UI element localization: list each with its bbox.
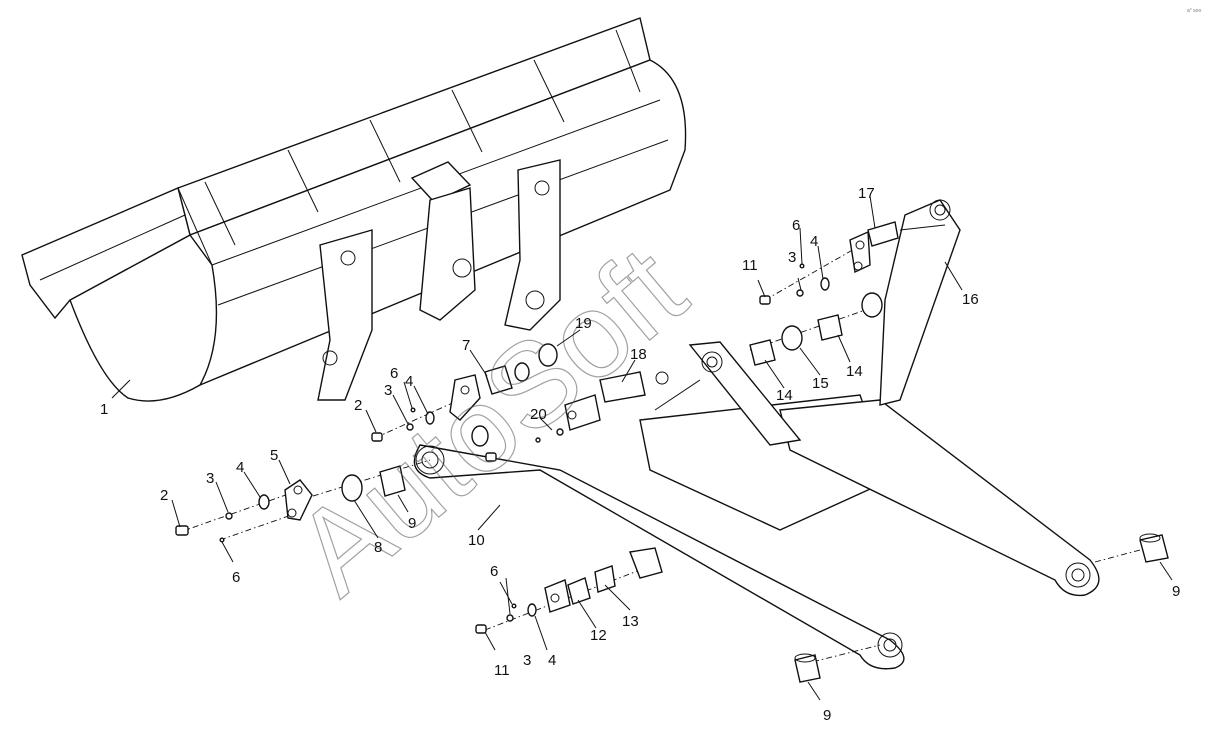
callout-14: 14 [846, 363, 863, 380]
callout-20: 20 [530, 406, 547, 423]
hardware-lower-left [175, 459, 431, 543]
callout-6: 6 [490, 563, 498, 580]
callout-10: 10 [468, 532, 485, 549]
callout-9: 9 [1172, 583, 1180, 600]
callout-11: 11 [494, 662, 510, 679]
hardware-lower-center [475, 547, 663, 634]
corner-mark: a° soo [1187, 8, 1201, 14]
callout-4: 4 [548, 652, 556, 669]
callout-6: 6 [232, 569, 240, 586]
hardware-center [471, 371, 646, 462]
callout-3: 3 [384, 382, 392, 399]
callout-labels: 1 2 2 3 3 3 3 4 4 4 4 5 6 6 6 6 7 8 9 9 … [100, 185, 1180, 724]
callout-15: 15 [812, 375, 829, 392]
callout-17: 17 [858, 185, 875, 202]
callout-4: 4 [810, 233, 818, 250]
callout-4: 4 [405, 373, 413, 390]
hardware-lower-right [794, 533, 1169, 683]
callout-18: 18 [630, 346, 647, 363]
callout-2: 2 [354, 397, 362, 414]
callout-9: 9 [823, 707, 831, 724]
bucket [21, 17, 687, 402]
callout-6: 6 [390, 365, 398, 382]
callout-2: 2 [160, 487, 168, 504]
callout-19: 19 [575, 315, 592, 332]
callout-6: 6 [792, 217, 800, 234]
callout-4: 4 [236, 459, 244, 476]
loader-arm-assembly [413, 199, 1100, 670]
callout-3: 3 [523, 652, 531, 669]
callout-14: 14 [776, 387, 793, 404]
callout-11: 11 [742, 257, 758, 274]
hardware-right [749, 221, 899, 366]
callout-3: 3 [206, 470, 214, 487]
leader-lines [111, 195, 1173, 701]
callout-9: 9 [408, 515, 416, 532]
callout-13: 13 [622, 613, 639, 630]
callout-7: 7 [462, 337, 470, 354]
callout-3: 3 [788, 249, 796, 266]
callout-12: 12 [590, 627, 607, 644]
callout-5: 5 [270, 447, 278, 464]
callout-8: 8 [374, 539, 382, 556]
callout-1: 1 [100, 401, 108, 418]
hardware-mid-left [371, 343, 558, 442]
callout-16: 16 [962, 291, 979, 308]
